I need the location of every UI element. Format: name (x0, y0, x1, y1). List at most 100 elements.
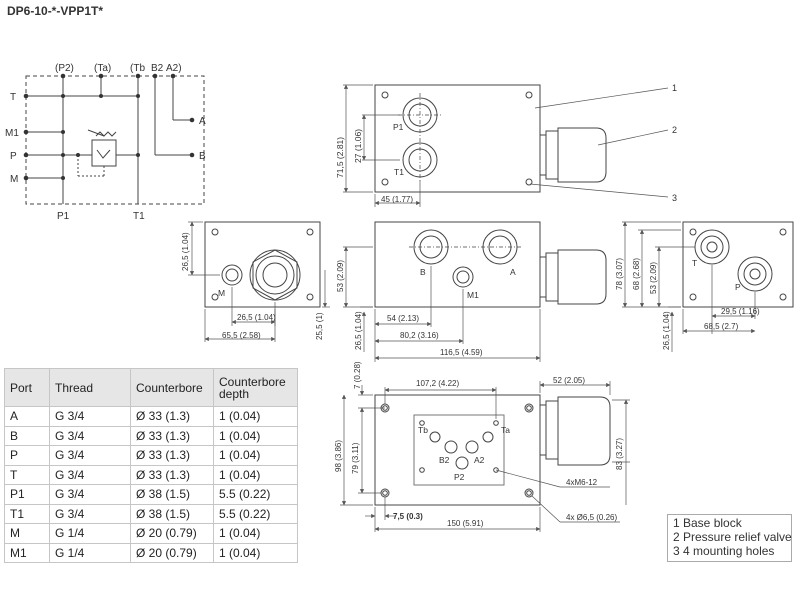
cell-thread: G 3/4 (49, 503, 131, 524)
cell-counterbore: Ø 38 (1.5) (130, 503, 214, 524)
cell-port: B (4, 425, 50, 446)
svg-text:(P2): (P2) (55, 63, 74, 74)
cell-port: M (4, 523, 50, 544)
cell-depth: 1 (0.04) (213, 523, 298, 544)
svg-text:68 (2.68): 68 (2.68) (632, 258, 641, 290)
svg-text:T1: T1 (394, 167, 404, 177)
header-thread: Thread (49, 368, 131, 407)
svg-text:26,5 (1.04): 26,5 (1.04) (181, 232, 190, 271)
cell-thread: G 3/4 (49, 484, 131, 505)
svg-text:2: 2 (672, 125, 677, 135)
cell-thread: G 3/4 (49, 425, 131, 446)
svg-text:80,2 (3.16): 80,2 (3.16) (400, 331, 439, 340)
cell-depth: 5.5 (0.22) (213, 503, 298, 524)
svg-text:27 (1.06): 27 (1.06) (353, 129, 363, 163)
svg-text:7,5 (0.3): 7,5 (0.3) (393, 512, 423, 521)
svg-text:T: T (692, 258, 697, 268)
left-view (188, 221, 330, 342)
svg-text:7 (0.28): 7 (0.28) (353, 361, 362, 389)
svg-text:83 (3.27): 83 (3.27) (615, 438, 624, 470)
svg-text:Tb: Tb (418, 425, 428, 435)
svg-text:T1: T1 (133, 211, 145, 222)
svg-text:P1: P1 (393, 122, 404, 132)
svg-text:B2: B2 (439, 455, 450, 465)
right-view (622, 221, 794, 352)
svg-text:M: M (218, 288, 225, 298)
table-row: P G 3/4 Ø 33 (1.3) 1 (0.04) (4, 445, 298, 466)
schematic-labels: (P2) (Ta) (Tb B2 A2) T M1 P M A B P1 T1 (5, 63, 206, 222)
table-header-row: Port Thread Counterbore Counterbore dept… (4, 368, 298, 407)
svg-text:1: 1 (672, 83, 677, 93)
schematic-boundary (25, 75, 205, 205)
header-port: Port (4, 368, 50, 407)
legend-item: 1 Base block (673, 516, 742, 530)
top-view (343, 84, 669, 207)
svg-text:A2): A2) (166, 63, 182, 74)
svg-text:B: B (199, 151, 206, 162)
svg-text:M1: M1 (467, 290, 479, 300)
svg-text:116,5 (4.59): 116,5 (4.59) (440, 348, 483, 357)
cell-port: P1 (4, 484, 50, 505)
svg-text:26,5 (1.04): 26,5 (1.04) (354, 311, 363, 350)
svg-text:M: M (10, 174, 18, 185)
svg-text:P: P (735, 282, 741, 292)
svg-text:Ta: Ta (501, 425, 510, 435)
svg-text:A2: A2 (474, 455, 485, 465)
svg-text:79 (3.11): 79 (3.11) (351, 442, 360, 474)
svg-text:107,2 (4.22): 107,2 (4.22) (416, 379, 459, 388)
cell-counterbore: Ø 38 (1.5) (130, 484, 214, 505)
cell-thread: G 1/4 (49, 542, 131, 563)
svg-text:53 (2.09): 53 (2.09) (649, 262, 658, 294)
bottom-view (340, 381, 630, 532)
cell-counterbore: Ø 20 (0.79) (130, 542, 214, 563)
cell-port: M1 (4, 542, 50, 563)
svg-text:A: A (199, 116, 206, 127)
hydraulic-schematic (23, 73, 205, 205)
cell-thread: G 1/4 (49, 523, 131, 544)
svg-text:53 (2.09): 53 (2.09) (336, 260, 345, 292)
svg-text:29,5 (1.16): 29,5 (1.16) (721, 307, 760, 316)
cell-depth: 1 (0.04) (213, 425, 298, 446)
header-counterbore: Counterbore (130, 368, 214, 407)
cell-depth: 1 (0.04) (213, 445, 298, 466)
bottom-view-labels: Tb Ta B2 A2 P2 7 (0.28) 107,2 (4.22) 52 … (334, 361, 624, 528)
table-row: M G 1/4 Ø 20 (0.79) 1 (0.04) (4, 523, 298, 544)
svg-text:B2: B2 (151, 63, 164, 74)
cell-counterbore: Ø 33 (1.3) (130, 445, 214, 466)
cell-depth: 1 (0.04) (213, 406, 298, 427)
table-row: T G 3/4 Ø 33 (1.3) 1 (0.04) (4, 464, 298, 485)
svg-text:25,5 (1): 25,5 (1) (315, 312, 324, 340)
cell-port: A (4, 406, 50, 427)
svg-text:45 (1.77): 45 (1.77) (381, 195, 413, 204)
svg-text:P1: P1 (57, 211, 70, 222)
table-row: M1 G 1/4 Ø 20 (0.79) 1 (0.04) (4, 542, 298, 563)
svg-text:68,5 (2.7): 68,5 (2.7) (704, 322, 739, 331)
svg-text:26,5 (1.04): 26,5 (1.04) (662, 311, 671, 350)
table-row: P1 G 3/4 Ø 38 (1.5) 5.5 (0.22) (4, 484, 298, 505)
svg-text:P: P (10, 151, 17, 162)
legend-item: 3 4 mounting holes (673, 544, 775, 558)
top-view-labels: P1 T1 71,5 (2.81) 27 (1.06) 45 (1.77) 1 … (335, 83, 677, 204)
svg-text:54 (2.13): 54 (2.13) (387, 314, 419, 323)
cell-counterbore: Ø 33 (1.3) (130, 425, 214, 446)
header-counterbore-depth: Counterbore depth (213, 368, 298, 407)
cell-depth: 1 (0.04) (213, 542, 298, 563)
cell-depth: 1 (0.04) (213, 464, 298, 485)
svg-text:4xM6-12: 4xM6-12 (566, 478, 598, 487)
svg-text:3: 3 (672, 193, 677, 203)
table-row: T1 G 3/4 Ø 38 (1.5) 5.5 (0.22) (4, 503, 298, 524)
svg-text:65,5 (2.58): 65,5 (2.58) (222, 331, 261, 340)
relief-valve-symbol (91, 139, 117, 167)
port-table: Port Thread Counterbore Counterbore dept… (4, 368, 298, 563)
cell-port: T (4, 464, 50, 485)
svg-text:4x Ø6,5 (0.26): 4x Ø6,5 (0.26) (566, 513, 617, 522)
svg-text:150 (5.91): 150 (5.91) (447, 519, 484, 528)
cell-counterbore: Ø 20 (0.79) (130, 523, 214, 544)
parts-legend: 1 Base block 2 Pressure relief valve 3 4… (667, 514, 792, 562)
svg-text:A: A (510, 267, 516, 277)
cell-thread: G 3/4 (49, 445, 131, 466)
cell-port: T1 (4, 503, 50, 524)
svg-text:78 (3.07): 78 (3.07) (615, 258, 624, 290)
svg-text:26,5 (1.04): 26,5 (1.04) (237, 313, 276, 322)
svg-text:(Tb: (Tb (130, 63, 145, 74)
